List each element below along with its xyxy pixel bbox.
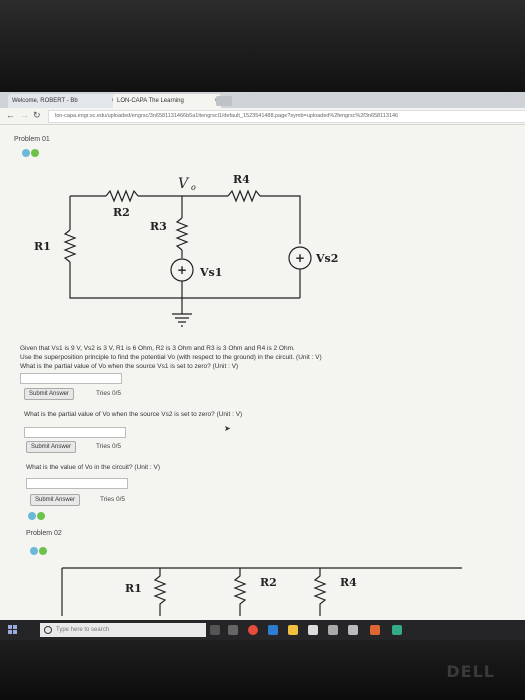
discussion-icon[interactable] <box>28 511 46 521</box>
r1-label: R1 <box>34 240 51 253</box>
tab-strip: Welcome, ROBERT - Bb × LON-CAPA The Lear… <box>0 92 525 108</box>
problem-title: Problem 02 <box>26 530 62 537</box>
mail-icon[interactable] <box>328 625 338 635</box>
circuit-diagram-problem2: R1 R2 R4 <box>61 567 462 616</box>
windows-start-icon[interactable] <box>8 625 18 635</box>
discussion-icon[interactable] <box>22 148 40 158</box>
url-field[interactable]: lon-capa.engr.sc.edu/uploaded/engrsc/3n6… <box>48 110 525 123</box>
app-icon[interactable] <box>392 625 402 635</box>
problem-title: Problem 01 <box>14 136 50 143</box>
monitor-brand-logo: DELL <box>446 662 495 681</box>
vs2-plus-sign: + <box>295 251 305 265</box>
app-icon[interactable] <box>370 625 380 635</box>
microphone-icon[interactable] <box>210 625 220 635</box>
address-bar-row: ← → ↻ lon-capa.engr.sc.edu/uploaded/engr… <box>0 108 525 125</box>
tab-loncapa[interactable]: LON-CAPA The Learning × <box>113 94 221 108</box>
circuit-diagram: + + V o R4 R2 R3 R1 Vs1 Vs2 <box>34 173 338 327</box>
app-icon[interactable] <box>348 625 358 635</box>
windows-taskbar: Type here to search <box>0 620 525 640</box>
r3-label: R3 <box>150 220 167 233</box>
submit-answer-button-3[interactable]: Submit Answer <box>30 494 81 506</box>
question-3: What is the value of Vo in the circuit? … <box>26 464 161 471</box>
problem-statement: Given that Vs1 is 9 V, Vs2 is 3 V, R1 is… <box>20 344 510 371</box>
tab-label: Welcome, ROBERT - Bb <box>12 98 78 104</box>
question-2: What is the partial value of Vo when the… <box>24 411 243 418</box>
question-1: What is the partial value of Vo when the… <box>20 363 239 370</box>
resistor-r4 <box>227 189 261 203</box>
vo-label: V <box>178 176 190 192</box>
answer-input-1[interactable] <box>20 373 122 384</box>
tries-counter-2: Tries 0/5 <box>96 443 122 450</box>
instruction-line: Use the superposition principle to find … <box>20 354 322 361</box>
edge-icon[interactable] <box>268 625 278 635</box>
vo-subscript: o <box>191 183 196 192</box>
given-line: Given that Vs1 is 9 V, Vs2 is 3 V, R1 is… <box>20 345 295 352</box>
resistor-r1 <box>63 229 77 263</box>
new-tab-button[interactable] <box>216 96 232 106</box>
answer-input-3[interactable] <box>26 478 128 489</box>
submit-answer-button-2[interactable]: Submit Answer <box>26 441 77 453</box>
tries-counter-1: Tries 0/5 <box>96 390 122 397</box>
chrome-icon[interactable] <box>248 625 258 635</box>
cortana-icon <box>44 626 52 634</box>
resistor-r3 <box>175 217 189 251</box>
search-placeholder: Type here to search <box>56 627 110 633</box>
tab-label: LON-CAPA The Learning <box>117 98 184 104</box>
monitor-bezel-top <box>0 0 525 92</box>
p2-r1-label: R1 <box>125 582 142 595</box>
task-view-icon[interactable] <box>228 625 238 635</box>
p2-r2-label: R2 <box>260 576 277 589</box>
file-explorer-icon[interactable] <box>288 625 298 635</box>
answer-input-2[interactable] <box>24 427 126 438</box>
reload-icon[interactable]: ↻ <box>33 110 41 120</box>
resistor-r2 <box>105 189 139 203</box>
mouse-cursor-icon: ➤ <box>224 424 231 433</box>
submit-answer-button-1[interactable]: Submit Answer <box>24 388 75 400</box>
vs1-plus-sign: + <box>177 263 187 277</box>
r4-label: R4 <box>233 173 250 186</box>
vs1-label: Vs1 <box>199 266 222 279</box>
discussion-icon[interactable] <box>30 546 48 556</box>
tab-blackboard[interactable]: Welcome, ROBERT - Bb × <box>8 94 118 108</box>
browser-window: Welcome, ROBERT - Bb × LON-CAPA The Lear… <box>0 92 525 640</box>
tries-counter-3: Tries 0/5 <box>100 496 126 503</box>
monitor-bezel-bottom <box>0 640 525 700</box>
forward-arrow-icon[interactable]: → <box>20 110 29 120</box>
r2-label: R2 <box>113 206 130 219</box>
back-arrow-icon[interactable]: ← <box>6 110 15 120</box>
vs2-label: Vs2 <box>315 252 338 265</box>
taskbar-search-box[interactable]: Type here to search <box>40 623 206 637</box>
store-icon[interactable] <box>308 625 318 635</box>
p2-r4-label: R4 <box>340 576 357 589</box>
